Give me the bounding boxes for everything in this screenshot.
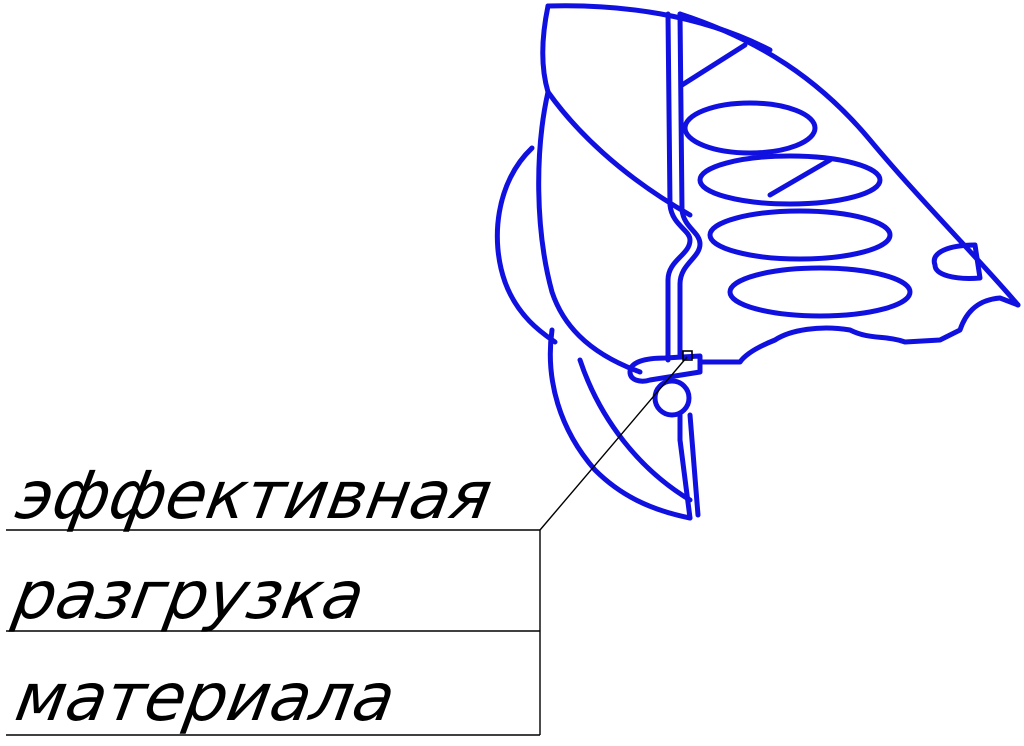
- annotation-line-1: эффективная: [11, 456, 498, 533]
- lower-skirt-inner: [577, 357, 693, 503]
- annotation-line-2: разгрузка: [7, 556, 370, 633]
- hole-1: [682, 100, 818, 156]
- hole-2: [697, 153, 883, 207]
- central-web-outer: [665, 11, 693, 363]
- part-outline: [494, 3, 1021, 521]
- hole-5-partial: [931, 242, 983, 281]
- flange-right-edge: [697, 295, 1021, 365]
- inner-skirt-curve: [536, 89, 643, 375]
- leader-line: [539, 356, 688, 531]
- top-band-left: [540, 3, 551, 95]
- leader: [6, 350, 693, 736]
- top-band-top: [545, 3, 773, 53]
- hole-4: [727, 265, 913, 319]
- rib-2: [767, 157, 833, 198]
- bottom-flange: [627, 353, 703, 384]
- rib-1: [679, 42, 748, 88]
- central-web-inner: [677, 11, 703, 358]
- leader-marker: [682, 350, 693, 361]
- hinge-circle: [652, 378, 692, 418]
- upper-skirt-curve: [545, 89, 693, 218]
- annotation-line-3: материала: [10, 658, 401, 735]
- outer-skirt-curve: [494, 145, 558, 345]
- hole-3: [707, 208, 893, 262]
- annotation: эффективная разгрузка материала: [7, 456, 497, 735]
- lower-web: [677, 412, 701, 521]
- lower-skirt-outer: [547, 327, 693, 521]
